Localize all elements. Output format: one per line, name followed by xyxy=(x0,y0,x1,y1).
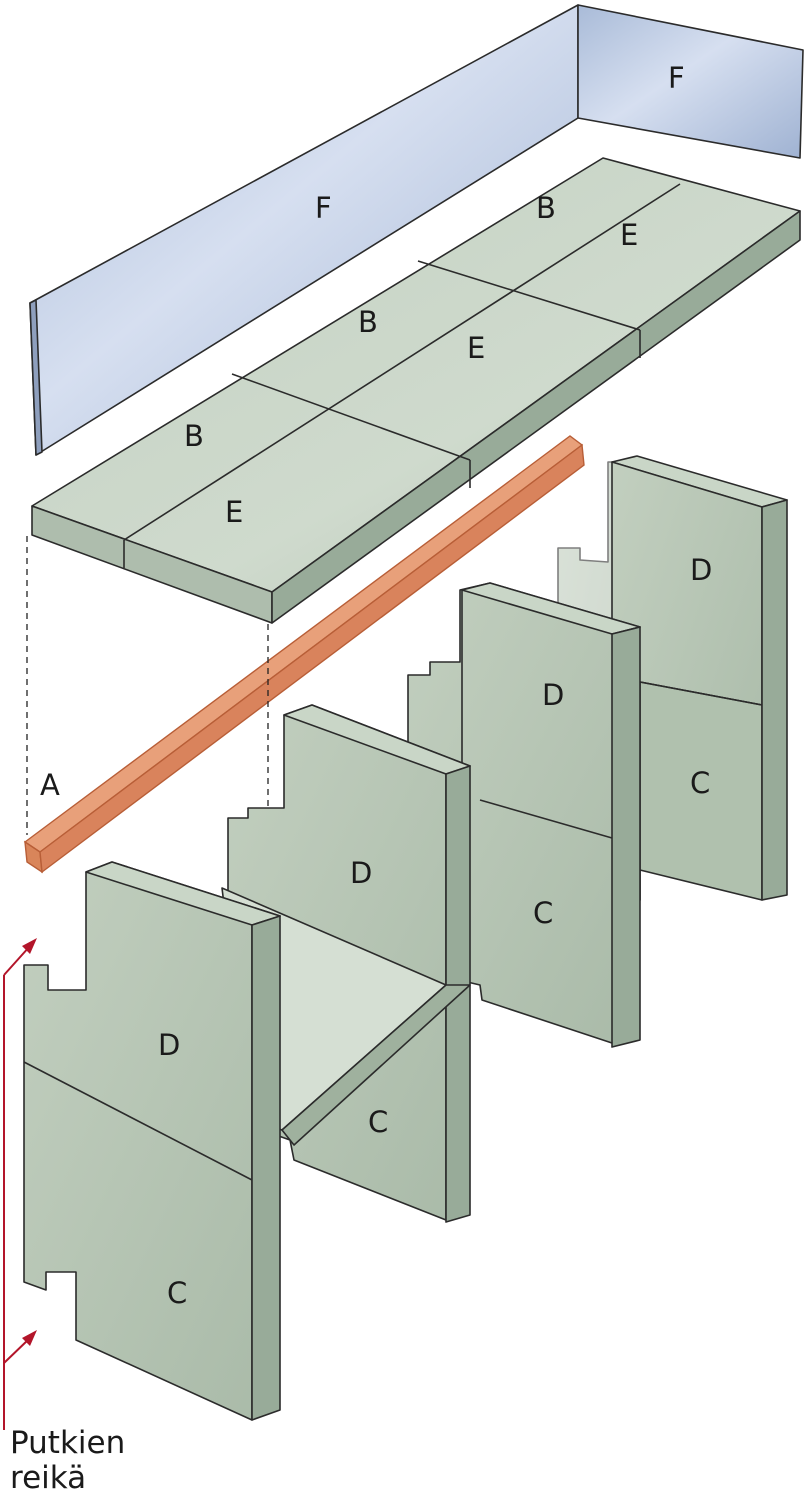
label-c-front: C xyxy=(167,1276,187,1310)
label-b-middle: B xyxy=(358,305,378,339)
label-c-front-middle: C xyxy=(368,1105,388,1139)
label-b-back: B xyxy=(536,191,556,225)
label-d-rear: D xyxy=(690,553,712,587)
callout-line-1: Putkien xyxy=(10,1425,125,1461)
label-f-short: F xyxy=(668,61,685,95)
label-e-back: E xyxy=(620,218,638,252)
label-b-front: B xyxy=(184,419,204,453)
label-e-middle: E xyxy=(467,331,485,365)
label-c-rear: C xyxy=(690,766,710,800)
label-d-front-middle: D xyxy=(350,856,372,890)
arrowhead-upper-icon xyxy=(22,938,37,954)
label-d-middle: D xyxy=(542,678,564,712)
label-a: A xyxy=(40,768,60,802)
pipe-hole-callout: Putkien reikä xyxy=(3,938,125,1496)
callout-line-2: reikä xyxy=(10,1460,86,1496)
callout-arrow-upper xyxy=(3,945,31,976)
label-c-middle: C xyxy=(533,896,553,930)
front-block xyxy=(23,861,281,1421)
callout-arrow-lower xyxy=(3,1337,31,1364)
label-f-long: F xyxy=(315,191,332,225)
label-d-front: D xyxy=(158,1028,180,1062)
arrowhead-lower-icon xyxy=(22,1330,37,1346)
top-slab xyxy=(31,157,801,624)
batten-a xyxy=(23,435,585,874)
part-labels: F F B E B E B E A D C D C D C D C xyxy=(40,61,712,1310)
wall-panel-f-short xyxy=(577,4,804,159)
label-e-front: E xyxy=(225,495,243,529)
